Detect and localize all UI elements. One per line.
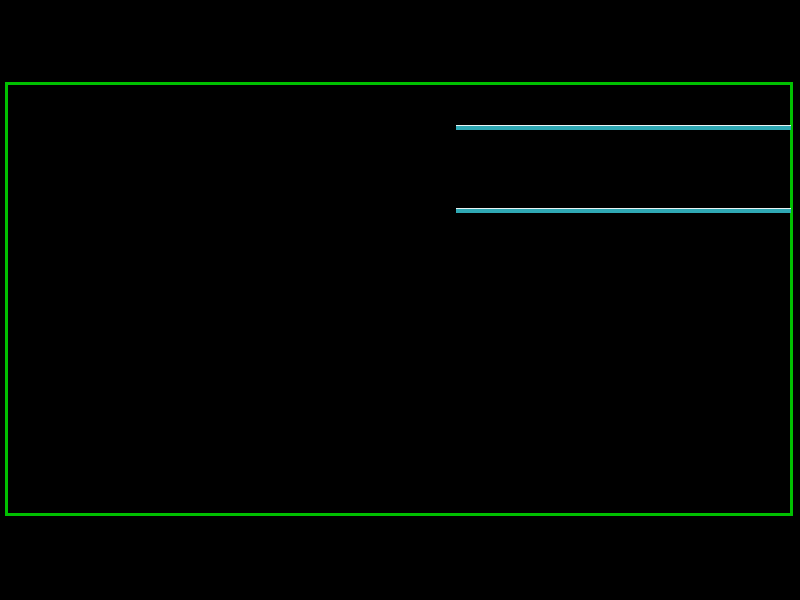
upper-teal-line: [456, 125, 791, 130]
green-outline-rectangle: [5, 82, 793, 516]
lower-teal-line: [456, 208, 791, 213]
